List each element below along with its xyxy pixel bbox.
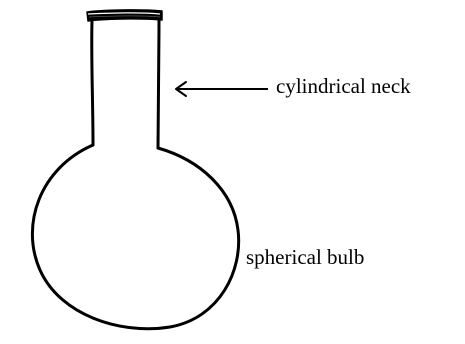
bulb-label: spherical bulb: [246, 245, 365, 269]
flask-bulb: [30, 143, 241, 331]
neck-label: cylindrical neck: [276, 74, 411, 98]
flask-neck: [90, 17, 161, 150]
neck-arrow: [175, 81, 268, 97]
flask-rim: [86, 9, 163, 22]
